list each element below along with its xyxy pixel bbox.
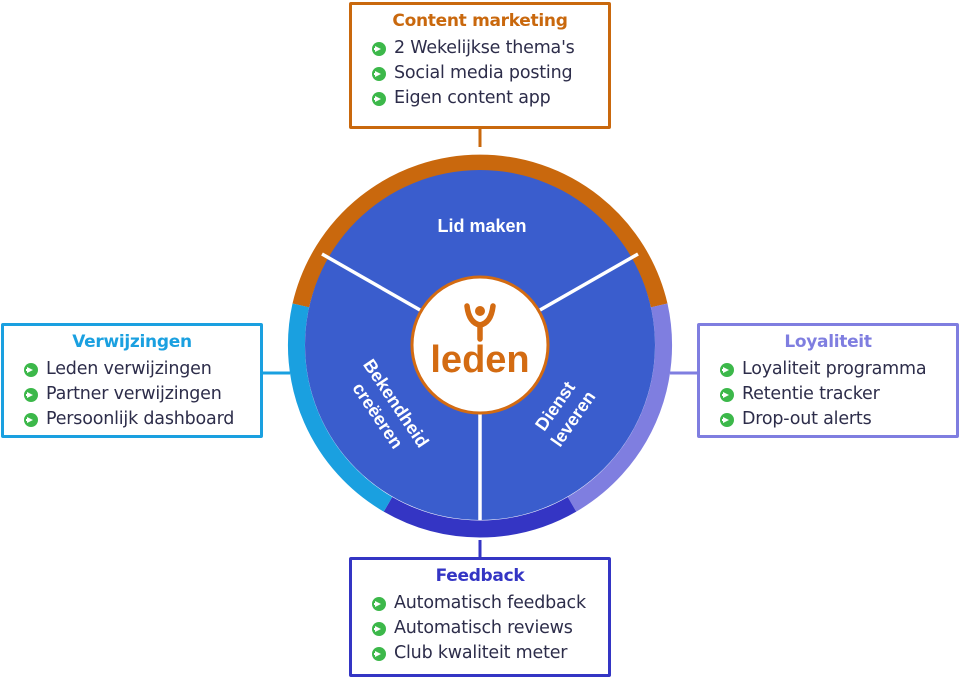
list-item: Social media posting	[372, 61, 608, 86]
list-item: Leden verwijzingen	[24, 357, 260, 382]
spoke-right	[539, 252, 639, 312]
logo-text: leden	[430, 339, 529, 381]
logo-circle	[410, 275, 550, 415]
arrow-circle-icon	[24, 412, 38, 427]
arrow-circle-icon	[372, 621, 386, 636]
item-label: Automatisch feedback	[394, 593, 586, 613]
list-item: Eigen content app	[372, 86, 608, 111]
item-label: Social media posting	[394, 63, 573, 83]
arrow-circle-icon	[372, 41, 386, 56]
ring-arc-light-blue	[287, 303, 393, 512]
arrow-circle-icon	[720, 387, 734, 402]
spoke-left	[321, 252, 421, 312]
box-title: Verwijzingen	[72, 332, 192, 352]
item-label: Partner verwijzingen	[46, 384, 222, 404]
item-list: 2 Wekelijkse thema's Social media postin…	[352, 36, 608, 111]
list-item: 2 Wekelijkse thema's	[372, 36, 608, 61]
list-item: Automatisch reviews	[372, 616, 608, 641]
item-label: 2 Wekelijkse thema's	[394, 38, 575, 58]
feedback-box: Feedback Automatisch feedback Automatisc…	[349, 557, 611, 677]
verwijzingen-box: Verwijzingen Leden verwijzingen Partner …	[1, 323, 263, 438]
box-title: Loyaliteit	[784, 332, 872, 352]
item-label: Drop-out alerts	[742, 409, 872, 429]
box-title: Content marketing	[392, 11, 568, 31]
content-marketing-box: Content marketing 2 Wekelijkse thema's S…	[349, 2, 611, 129]
arrow-circle-icon	[24, 362, 38, 377]
arrow-circle-icon	[372, 91, 386, 106]
ring-arc-orange	[292, 154, 668, 308]
item-label: Retentie tracker	[742, 384, 880, 404]
list-item: Retentie tracker	[720, 382, 956, 407]
ring-arc-indigo	[383, 496, 577, 538]
list-item: Persoonlijk dashboard	[24, 407, 260, 432]
arrow-circle-icon	[24, 387, 38, 402]
item-list: Loyaliteit programma Retentie tracker Dr…	[700, 357, 956, 432]
item-label: Loyaliteit programma	[742, 359, 927, 379]
box-title: Feedback	[435, 566, 525, 586]
arrow-circle-icon	[372, 596, 386, 611]
item-list: Automatisch feedback Automatisch reviews…	[352, 591, 608, 666]
item-label: Automatisch reviews	[394, 618, 573, 638]
loyaliteit-box: Loyaliteit Loyaliteit programma Retentie…	[697, 323, 959, 438]
item-list: Leden verwijzingen Partner verwijzingen …	[4, 357, 260, 432]
arrow-circle-icon	[372, 66, 386, 81]
list-item: Drop-out alerts	[720, 407, 956, 432]
ring-arc-violet	[567, 303, 673, 512]
item-label: Club kwaliteit meter	[394, 643, 568, 663]
list-item: Automatisch feedback	[372, 591, 608, 616]
list-item: Partner verwijzingen	[24, 382, 260, 407]
arrow-circle-icon	[720, 412, 734, 427]
list-item: Club kwaliteit meter	[372, 641, 608, 666]
item-label: Eigen content app	[394, 88, 551, 108]
list-item: Loyaliteit programma	[720, 357, 956, 382]
segment-label-top: Lid maken	[437, 216, 526, 236]
person-y-icon	[464, 303, 496, 342]
item-label: Persoonlijk dashboard	[46, 409, 235, 429]
item-label: Leden verwijzingen	[46, 359, 212, 379]
arrow-circle-icon	[720, 362, 734, 377]
arrow-circle-icon	[372, 646, 386, 661]
